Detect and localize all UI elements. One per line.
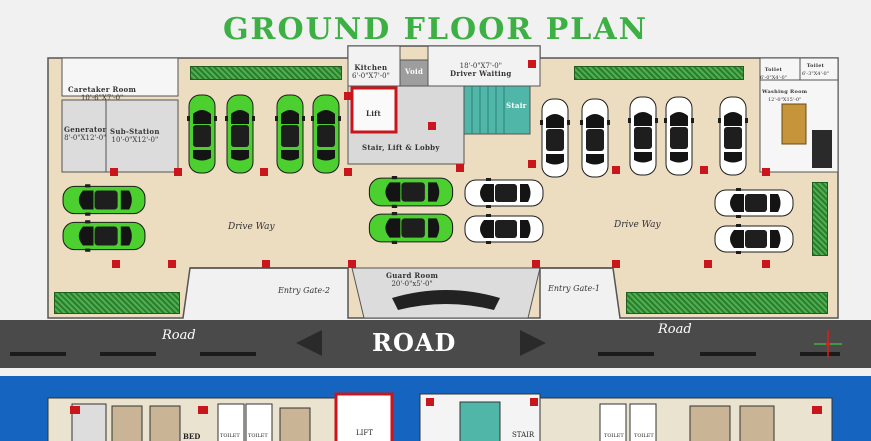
arrow-right-icon <box>520 330 546 356</box>
car-icon <box>710 224 798 254</box>
road-edge <box>0 368 871 376</box>
column <box>112 260 120 268</box>
entry-gate-1-label: Entry Gate-1 <box>548 284 600 293</box>
column <box>700 166 708 174</box>
car-icon <box>62 220 146 252</box>
car-icon <box>274 94 306 174</box>
hedge-right-side <box>812 182 828 256</box>
column <box>344 92 352 100</box>
car-icon <box>310 94 342 174</box>
arrow-left-icon <box>296 330 322 356</box>
road-dash <box>200 352 256 356</box>
road-dash <box>800 352 840 356</box>
car-icon <box>62 184 146 216</box>
car-icon <box>718 94 748 178</box>
car-icon <box>540 96 570 180</box>
column <box>174 168 182 176</box>
road-dash <box>100 352 156 356</box>
road-right-label: Road <box>658 322 692 337</box>
compass-icon <box>814 330 842 358</box>
hedge-top-left <box>190 66 342 80</box>
road-dash <box>10 352 66 356</box>
road-center-label: ROAD <box>372 328 457 357</box>
drive-way-left-label: Drive Way <box>228 222 275 232</box>
toilet-label: TOILET <box>634 433 654 439</box>
column <box>456 164 464 172</box>
car-icon <box>460 214 548 244</box>
road <box>0 320 871 368</box>
road-dash <box>598 352 654 356</box>
lift-label-lower: LIFT <box>356 429 373 437</box>
column <box>528 160 536 168</box>
column <box>704 260 712 268</box>
driver-waiting-label: 18'-0"X7'-0"Driver Waiting <box>450 62 512 78</box>
car-icon <box>460 178 548 208</box>
stair-label: Stair <box>506 101 527 110</box>
road-left-label: Road <box>162 328 196 343</box>
column <box>528 60 536 68</box>
column <box>612 260 620 268</box>
column <box>110 168 118 176</box>
column <box>262 260 270 268</box>
toilet-label: TOILET <box>220 433 240 439</box>
column <box>260 168 268 176</box>
hedge-bottom-left <box>54 292 180 314</box>
hedge-top-right <box>574 66 744 80</box>
car-icon <box>368 212 454 244</box>
car-icon <box>664 94 694 178</box>
column <box>762 260 770 268</box>
car-icon <box>580 96 610 180</box>
hedge-bottom-right <box>626 292 828 314</box>
lift-label: Lift <box>366 109 382 118</box>
column <box>344 168 352 176</box>
column <box>428 122 436 130</box>
car-icon <box>710 188 798 218</box>
toilet-label: TOILET <box>248 433 268 439</box>
stair-label-lower: STAIR <box>512 431 535 439</box>
column <box>612 166 620 174</box>
page-title: GROUND FLOOR PLAN <box>222 12 649 47</box>
car-icon <box>368 176 454 208</box>
column <box>532 260 540 268</box>
void-label: Void <box>405 67 424 76</box>
toilet-label: TOILET <box>604 433 624 439</box>
stair-lift-lobby-label: Stair, Lift & Lobby <box>362 143 440 152</box>
car-icon <box>628 94 658 178</box>
car-icon <box>186 94 218 174</box>
drive-way-right-label: Drive Way <box>614 220 661 230</box>
lower-floor-plan <box>47 392 833 441</box>
bed-label: BED <box>183 432 201 441</box>
entry-gate-2-label: Entry Gate-2 <box>278 286 330 295</box>
car-icon <box>224 94 256 174</box>
column <box>762 168 770 176</box>
column <box>168 260 176 268</box>
column <box>348 260 356 268</box>
road-dash <box>700 352 756 356</box>
